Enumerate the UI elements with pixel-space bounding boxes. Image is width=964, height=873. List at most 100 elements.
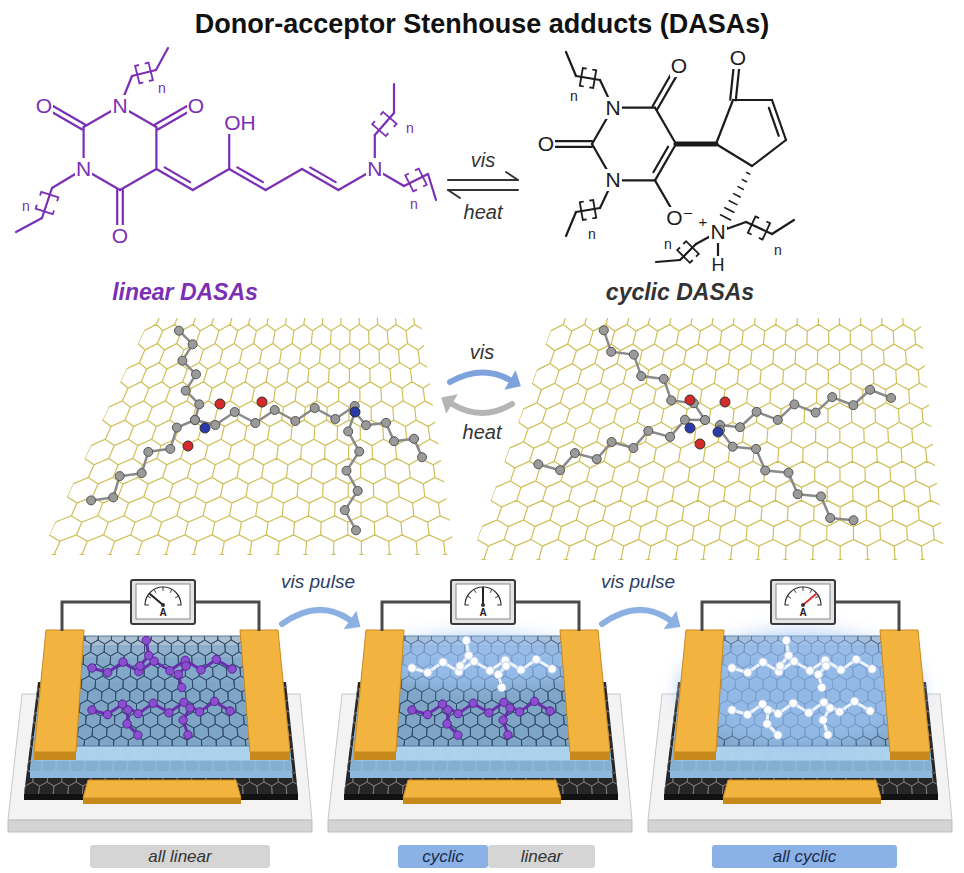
wire bbox=[836, 602, 899, 631]
atom-ball bbox=[764, 706, 772, 714]
needle-pivot bbox=[161, 603, 165, 607]
repeat-index: n bbox=[663, 237, 673, 252]
atom-ball bbox=[728, 664, 736, 672]
pulse-label: vis pulse bbox=[280, 572, 356, 592]
adsorbed-molecules bbox=[87, 326, 896, 535]
atom-ball bbox=[178, 356, 187, 365]
atom-ball bbox=[230, 408, 239, 417]
substrate-side bbox=[328, 820, 632, 832]
atom-ball bbox=[534, 460, 543, 469]
atom-ball bbox=[849, 516, 858, 525]
repeat-bracket bbox=[36, 205, 54, 214]
atom-ball bbox=[462, 636, 470, 644]
atom-ball bbox=[868, 665, 876, 673]
atom-ball bbox=[331, 415, 340, 424]
dial-tick bbox=[163, 587, 164, 591]
bond-line bbox=[566, 212, 576, 236]
atom-ball bbox=[134, 731, 142, 739]
source-electrode bbox=[674, 630, 724, 752]
vis-pulse-arrow bbox=[602, 610, 670, 624]
dial-tick bbox=[147, 596, 150, 598]
atom-ball bbox=[142, 636, 150, 644]
bond-line bbox=[16, 218, 42, 232]
graphene-lattice bbox=[16, 616, 305, 764]
bold-bond bbox=[676, 142, 716, 147]
atom-ball bbox=[439, 658, 447, 666]
hashed-bond bbox=[742, 180, 746, 182]
bond-line bbox=[310, 167, 335, 182]
repeat-bracket bbox=[405, 174, 417, 192]
repeat-index: n bbox=[409, 197, 419, 212]
atom-ball bbox=[736, 423, 745, 432]
meter-needle bbox=[803, 594, 816, 605]
reverse-arrow bbox=[448, 189, 518, 191]
device-stack bbox=[320, 616, 636, 832]
ammeter: A bbox=[450, 579, 516, 625]
drain-electrode bbox=[560, 630, 610, 752]
state-badge: cyclic bbox=[398, 845, 488, 868]
bond-line bbox=[550, 146, 592, 148]
atom-ball bbox=[826, 704, 834, 712]
atom-ball bbox=[134, 710, 142, 718]
vis-arrow-head bbox=[504, 370, 521, 390]
atom-ball bbox=[866, 707, 874, 715]
dial-tick bbox=[785, 605, 789, 606]
dial-face bbox=[456, 584, 510, 619]
wire bbox=[196, 602, 259, 631]
gate-electrode bbox=[83, 780, 241, 798]
atom-ball bbox=[837, 666, 845, 674]
hashed-bond bbox=[729, 201, 737, 205]
atom-ball bbox=[382, 418, 391, 427]
bond-line bbox=[155, 127, 157, 169]
dial-tick bbox=[490, 589, 492, 592]
repeat-index: n bbox=[157, 81, 167, 96]
linear-dasa-structure bbox=[16, 48, 436, 232]
atom-ball bbox=[752, 444, 761, 453]
repeat-bracket bbox=[40, 192, 58, 201]
atom-label: N bbox=[604, 169, 621, 191]
atom-ball bbox=[197, 666, 205, 674]
meter-unit: A bbox=[159, 608, 166, 618]
atom-ball bbox=[179, 716, 187, 724]
atom-ball bbox=[852, 655, 860, 663]
hashed-bond bbox=[747, 173, 750, 175]
atom-ball bbox=[443, 720, 451, 728]
bond-line bbox=[120, 169, 156, 190]
atom-ball bbox=[502, 662, 510, 670]
atom-ball bbox=[191, 416, 200, 425]
atom-ball bbox=[789, 699, 797, 707]
atom-ball bbox=[149, 699, 157, 707]
atom-ball bbox=[752, 407, 761, 416]
repeat-index: n bbox=[569, 89, 579, 104]
atom-ball bbox=[178, 683, 186, 691]
atom-ball bbox=[137, 469, 146, 478]
dial-scale bbox=[145, 587, 181, 605]
bond-line bbox=[550, 140, 592, 142]
atom-ball bbox=[211, 421, 220, 430]
atom-ball bbox=[465, 651, 473, 659]
bond-line bbox=[266, 169, 302, 190]
atom-ball bbox=[166, 444, 175, 453]
atom-ball bbox=[174, 670, 182, 678]
atom-ball bbox=[743, 710, 751, 718]
atom-ball bbox=[136, 662, 144, 670]
atom-ball bbox=[353, 486, 362, 495]
wire bbox=[62, 602, 130, 631]
atom-ball bbox=[191, 416, 200, 425]
ammeter: A bbox=[130, 579, 196, 625]
atom-label: N bbox=[709, 221, 726, 243]
hashed-bond bbox=[738, 187, 743, 190]
atom-ball bbox=[351, 408, 360, 417]
atom-ball bbox=[782, 636, 790, 644]
heat-arrow-head bbox=[441, 394, 458, 413]
hbn-side bbox=[350, 772, 612, 778]
dial-tick bbox=[176, 596, 179, 598]
atom-ball bbox=[270, 406, 279, 415]
gate-electrode-side bbox=[83, 798, 241, 804]
atom-ball bbox=[109, 493, 118, 502]
bond-line bbox=[237, 167, 262, 182]
source-electrode-side bbox=[674, 752, 716, 760]
bond-line bbox=[680, 244, 696, 260]
substrate-side bbox=[648, 820, 952, 832]
atom-ball bbox=[546, 707, 554, 715]
